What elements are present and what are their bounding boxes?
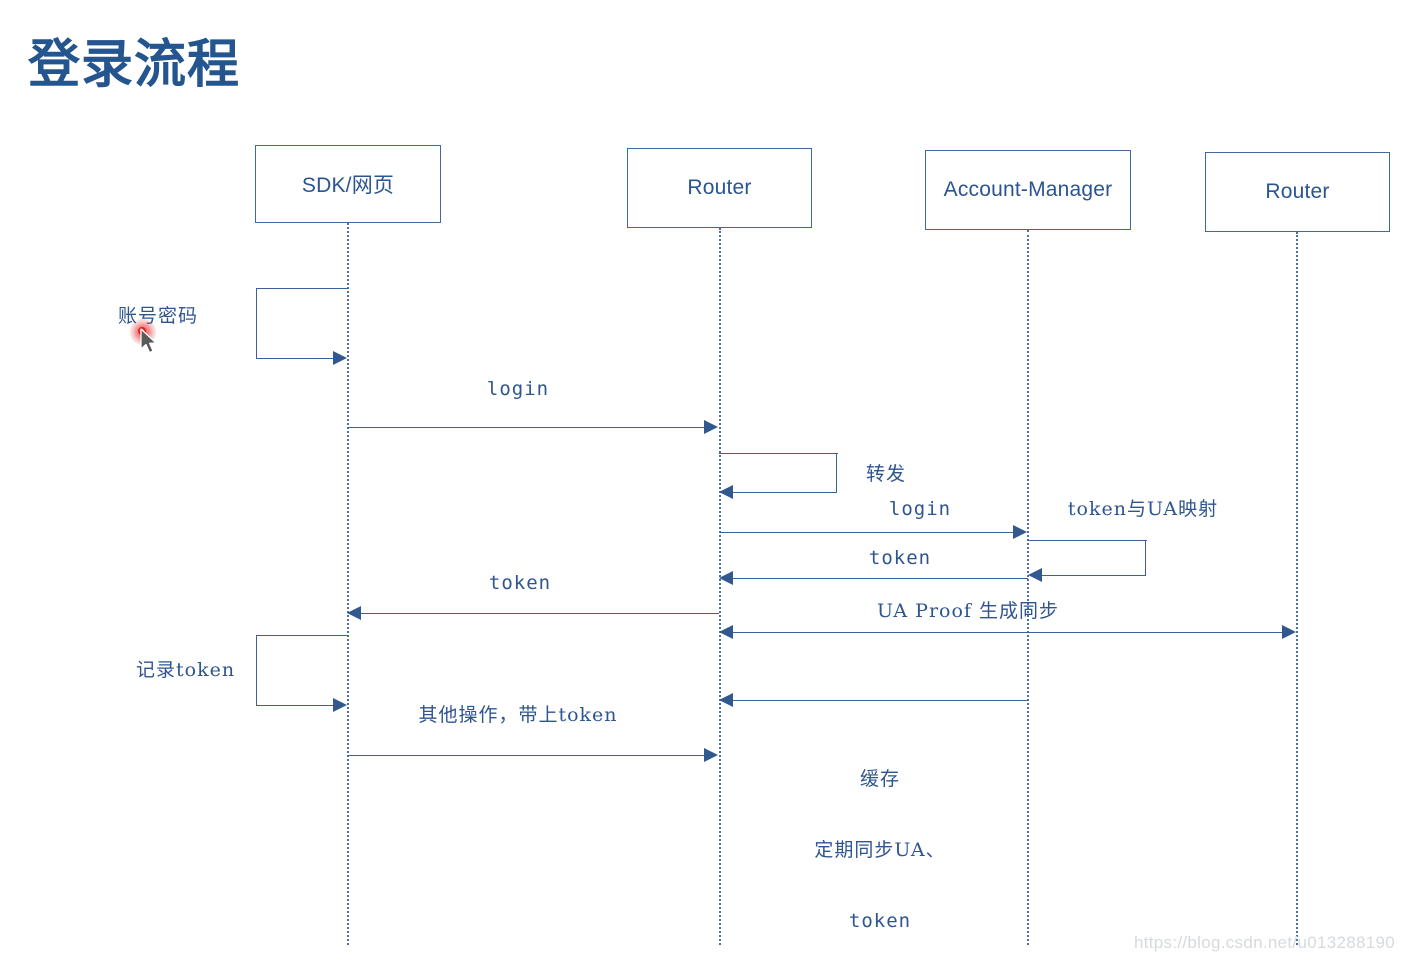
message-line-token-ua-bottom <box>1042 575 1146 576</box>
participant-box-sdk[interactable]: SDK/网页 <box>255 145 441 223</box>
message-line-token-ua-side <box>1145 540 1146 576</box>
message-label-ua-proof-sync: UA Proof 生成同步 <box>876 600 1060 622</box>
message-line-login-router-am <box>720 532 1014 533</box>
message-label-login-sdk-router: login <box>486 378 550 400</box>
arrowhead-account-password <box>333 351 347 365</box>
message-line-login-sdk-router <box>348 427 705 428</box>
arrowhead-record-token <box>333 698 347 712</box>
message-label-record-token: 记录token <box>136 659 236 681</box>
message-label-other-ops: 其他操作，带上token <box>418 704 618 726</box>
message-label-forward: 转发 <box>865 463 907 485</box>
message-line-token-router-sdk <box>361 613 719 614</box>
message-line-other-ops <box>348 755 705 756</box>
participant-label-router2: Router <box>1265 180 1330 203</box>
lifeline-account-manager <box>1027 230 1029 945</box>
lifeline-sdk <box>347 223 349 945</box>
participant-label-router1: Router <box>687 176 752 199</box>
arrowhead-ua-proof-right <box>1282 625 1296 639</box>
message-label-token-ua-mapping: token与UA映射 <box>1067 498 1219 520</box>
note-cache-line-2: 定期同步UA、 <box>814 838 946 861</box>
arrowhead-token-ua <box>1028 568 1042 582</box>
message-line-account-password-top <box>256 288 348 289</box>
arrowhead-forward <box>719 485 733 499</box>
message-line-forward-side <box>836 453 837 493</box>
arrowhead-ua-proof-left <box>719 625 733 639</box>
message-line-account-password-bottom <box>256 358 334 359</box>
message-line-ua-proof-sync <box>733 632 1283 633</box>
note-cache-line-1: 缓存 <box>859 767 900 790</box>
page-title: 登录流程 <box>28 36 241 94</box>
message-line-am-router-sync <box>733 700 1028 701</box>
participant-box-router2[interactable]: Router <box>1205 152 1390 232</box>
participant-box-account-manager[interactable]: Account-Manager <box>925 150 1131 230</box>
message-label-login-router-am: login <box>888 498 952 520</box>
arrowhead-token-am-router <box>719 571 733 585</box>
message-line-record-token-side <box>256 635 257 705</box>
mouse-cursor-icon <box>140 328 160 356</box>
lifeline-router2 <box>1296 232 1298 945</box>
message-label-token-router-sdk: token <box>488 572 552 594</box>
arrowhead-other-ops <box>704 748 718 762</box>
message-line-forward-top <box>719 453 838 454</box>
participant-label-sdk: SDK/网页 <box>301 174 395 197</box>
message-line-token-ua-top <box>1028 540 1147 541</box>
note-cache-line-3: token <box>848 910 912 932</box>
message-line-record-token-top <box>256 635 348 636</box>
message-line-record-token-bottom <box>256 705 334 706</box>
message-label-account-password: 账号密码 <box>118 305 199 327</box>
arrowhead-login-router-am <box>1013 525 1027 539</box>
lifeline-router1 <box>719 228 721 945</box>
participant-box-router1[interactable]: Router <box>627 148 812 228</box>
message-line-account-password-side <box>256 288 257 358</box>
participant-label-account-manager: Account-Manager <box>943 178 1113 201</box>
note-cache-sync: 缓存 定期同步UA、 token <box>814 720 945 961</box>
arrowhead-am-router-sync <box>719 693 733 707</box>
watermark-text: https://blog.csdn.net/u013288190 <box>1133 933 1395 952</box>
message-line-token-am-router <box>733 578 1028 579</box>
arrowhead-login-sdk-router <box>704 420 718 434</box>
arrowhead-token-router-sdk <box>347 606 361 620</box>
message-label-token-am-router: token <box>868 547 932 569</box>
message-line-forward-bottom <box>733 492 837 493</box>
